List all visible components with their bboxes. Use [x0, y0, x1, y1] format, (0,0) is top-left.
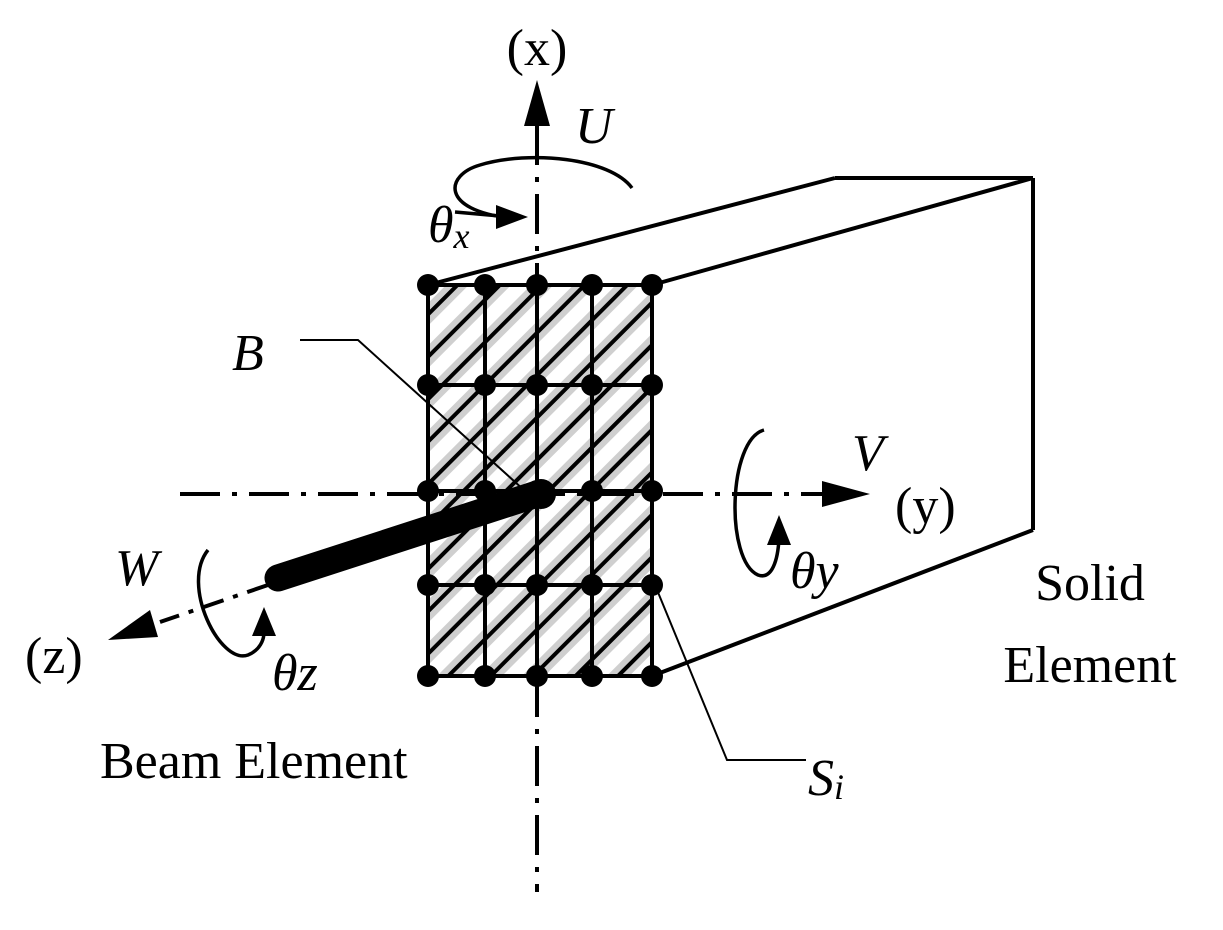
surface-node [641, 574, 663, 596]
theta-z-arrowhead [252, 607, 276, 636]
displacement-u-label: U [575, 98, 616, 155]
surface-node [641, 274, 663, 296]
theta-z-rotation-arrow [196, 548, 276, 658]
surface-node [641, 480, 663, 502]
y-axis [180, 481, 870, 507]
displacement-v-label: V [852, 425, 889, 482]
displacement-w-label: W [115, 540, 163, 597]
surface-node [581, 665, 603, 687]
surface-node [526, 574, 548, 596]
x-axis-arrowhead [524, 80, 550, 126]
y-axis-label: (y) [895, 478, 956, 535]
solid-bottom-edge [651, 528, 1034, 678]
surface-node [474, 374, 496, 396]
surface-node [417, 574, 439, 596]
theta-x-arc [453, 155, 634, 220]
surface-node [417, 274, 439, 296]
theta-y-label: θy [790, 543, 840, 600]
theta-x-arrowhead [496, 205, 528, 229]
surface-node [417, 665, 439, 687]
surface-node-leader-line [654, 584, 806, 761]
surface-node [581, 480, 603, 502]
z-axis-label: (z) [25, 628, 83, 685]
solid-top-edge-right [651, 176, 1034, 287]
solid-element-box [427, 176, 1035, 678]
y-axis-arrowhead [822, 481, 870, 507]
solid-element-label-line2: Element [1003, 637, 1177, 694]
beam-element-label: Beam Element [100, 733, 408, 790]
surface-node [526, 665, 548, 687]
beam-node-leader-line [300, 339, 526, 492]
surface-node [474, 274, 496, 296]
z-axis [108, 583, 269, 640]
theta-z-label: θz [272, 645, 318, 702]
surface-node [417, 480, 439, 502]
surface-node-label-si: Si [808, 750, 844, 807]
surface-node [526, 374, 548, 396]
surface-node [581, 574, 603, 596]
surface-node [641, 665, 663, 687]
surface-node [581, 374, 603, 396]
theta-x-label: θx [428, 197, 470, 256]
surface-node [641, 374, 663, 396]
beam-node-label-b: B [232, 325, 264, 382]
x-axis [524, 80, 550, 892]
theta-y-arrowhead [767, 515, 791, 545]
theta-y-rotation-arrow [733, 428, 791, 578]
beam-element-bar [264, 480, 551, 592]
surface-node [581, 274, 603, 296]
solid-element-label-line1: Solid [1035, 555, 1145, 612]
surface-node [417, 374, 439, 396]
z-axis-line [159, 583, 269, 624]
solid-top-edge-left [427, 176, 836, 287]
theta-x-rotation-arrow [453, 155, 634, 229]
theta-z-arc [196, 548, 266, 658]
x-axis-label: (x) [507, 20, 568, 77]
surface-node [474, 665, 496, 687]
beam-node-b [526, 479, 556, 509]
z-axis-arrowhead [108, 610, 158, 640]
theta-y-arc [733, 428, 781, 578]
surface-node [474, 574, 496, 596]
surface-node [526, 274, 548, 296]
